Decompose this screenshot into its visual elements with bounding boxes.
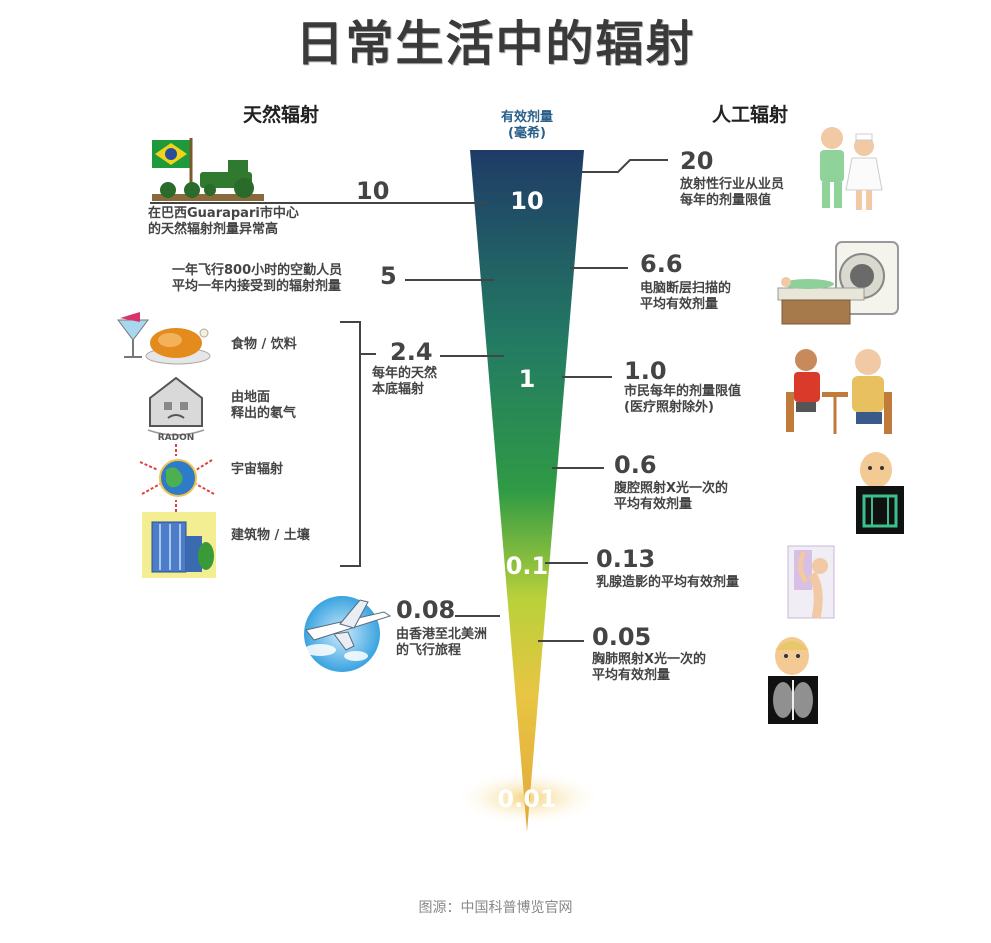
natural-desc-flight: 由香港至北美洲 的飞行旅程 — [396, 627, 488, 659]
radiation-workers-icon — [820, 127, 883, 210]
artificial-value-workers: 20 — [680, 147, 714, 175]
abdominal-xray-icon — [856, 452, 904, 534]
scale-label-0.1: 0.1 — [505, 552, 549, 580]
natural-desc-aircrew: 一年飞行800小时的空勤人员 平均一年内接受到的辐射剂量 — [172, 263, 343, 295]
natural-value-background: 2.4 — [390, 338, 433, 366]
source-food-drink: 食物 / 饮料 — [231, 337, 297, 352]
airplane-icon — [304, 596, 392, 672]
cosmic-radiation-icon — [139, 444, 215, 512]
scale-label-0.01: 0.01 — [497, 785, 557, 813]
line-artificial-20 — [582, 159, 668, 173]
artificial-desc-public-limit: 市民每年的剂量限值 (医疗照射除外) — [624, 384, 742, 416]
food-drink-icon — [117, 312, 211, 365]
mammography-icon — [787, 545, 835, 619]
radon-house-icon — [147, 376, 205, 436]
chest-xray-icon — [768, 637, 818, 724]
artificial-value-public-limit: 1.0 — [624, 357, 667, 385]
natural-desc-guarapari: 在巴西Guarapari市中心 的天然辐射剂量异常高 — [148, 206, 299, 238]
dose-cone — [470, 150, 584, 832]
artificial-desc-workers: 放射性行业从业员 每年的剂量限值 — [680, 177, 785, 209]
artificial-value-ct: 6.6 — [640, 250, 683, 278]
citizens-icon — [786, 349, 892, 434]
artificial-desc-mammography: 乳腺造影的平均有效剂量 — [596, 575, 740, 590]
natural-value-aircrew: 5 — [380, 262, 397, 290]
scale-label-1: 1 — [518, 365, 536, 393]
image-source-caption: 图源：中国科普博览官网 — [418, 900, 573, 916]
background-bracket — [340, 321, 376, 567]
brazil-tractor-illustration — [152, 138, 264, 201]
artificial-value-mammography: 0.13 — [596, 545, 656, 573]
natural-radiation-header: 天然辐射 — [243, 104, 320, 126]
natural-value-guarapari: 10 — [356, 177, 390, 205]
artificial-desc-chest-xray: 胸肺照射X光一次的 平均有效剂量 — [592, 652, 707, 684]
artificial-desc-ct: 电脑断层扫描的 平均有效剂量 — [640, 281, 732, 313]
building-soil-icon — [142, 512, 216, 578]
source-cosmic: 宇宙辐射 — [231, 462, 284, 477]
artificial-value-chest-xray: 0.05 — [592, 623, 652, 651]
artificial-value-abdominal-xray: 0.6 — [614, 451, 657, 479]
page-title: 日常生活中的辐射 — [295, 16, 696, 72]
natural-desc-background: 每年的天然 本底辐射 — [372, 366, 438, 398]
source-radon: 由地面 释出的氡气 — [231, 390, 297, 422]
source-building-soil: 建筑物 / 土壤 — [231, 528, 310, 543]
ct-scanner-icon — [777, 241, 899, 325]
artificial-desc-abdominal-xray: 腹腔照射X光一次的 平均有效剂量 — [614, 481, 729, 513]
scale-label-10: 10 — [510, 187, 544, 215]
effective-dose-axis-title: 有效剂量 (毫希) — [500, 110, 553, 142]
artificial-radiation-header: 人工辐射 — [712, 104, 789, 126]
radon-sign: RADON — [158, 433, 195, 443]
natural-value-flight: 0.08 — [396, 596, 456, 624]
